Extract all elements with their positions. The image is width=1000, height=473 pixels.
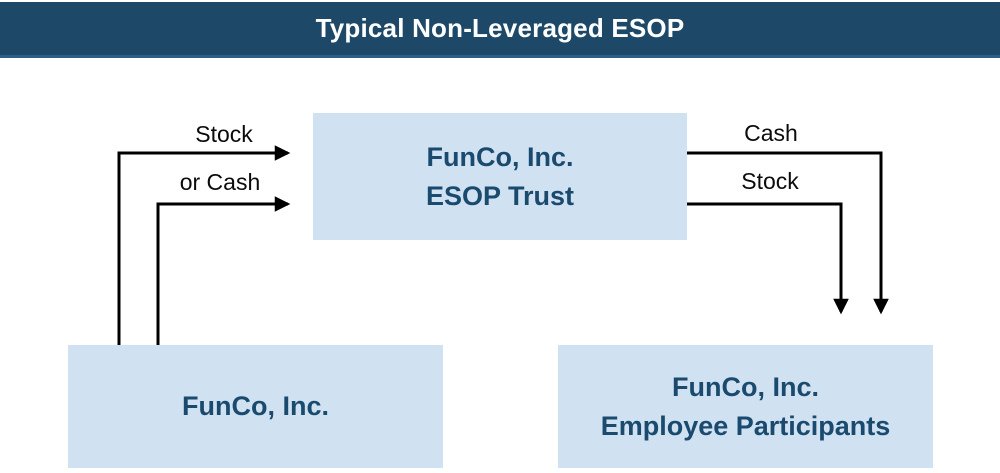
arrow-label-cash-to-participants: Cash <box>744 120 798 146</box>
company-box: FunCo, Inc. <box>68 345 443 468</box>
esop-trust-box-line2: ESOP Trust <box>425 180 575 211</box>
arrow-label-or-cash-to-trust: or Cash <box>179 169 261 195</box>
arrow-label-stock-to-participants: Stock <box>741 168 799 194</box>
arrow-label-stock-to-trust: Stock <box>195 121 253 147</box>
employee-participants-box-line2: Employee Participants <box>600 410 891 441</box>
company-box-line1: FunCo, Inc. <box>182 391 329 421</box>
arrow-company-to-trust-cash <box>156 196 291 345</box>
diagram-title: Typical Non-Leveraged ESOP <box>315 13 685 43</box>
esop-trust-box-line1: FunCo, Inc. <box>426 141 574 172</box>
arrow-trust-to-participants-stock <box>687 202 849 315</box>
employee-participants-box: FunCo, Inc. Employee Participants <box>558 345 933 468</box>
esop-trust-box: FunCo, Inc. ESOP Trust <box>313 113 687 240</box>
employee-participants-box-line1: FunCo, Inc. <box>672 371 819 402</box>
title-bar: Typical Non-Leveraged ESOP <box>0 2 1000 58</box>
